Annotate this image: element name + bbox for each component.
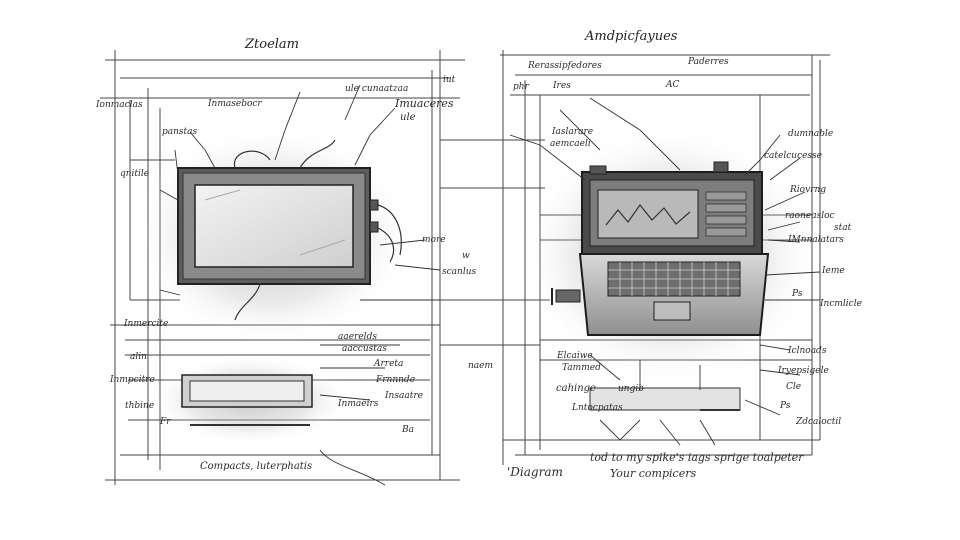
- label-right-right-b: catelcucesse: [764, 151, 822, 161]
- label-left-bottom-mid-c: Inmaeirs: [338, 399, 379, 409]
- label-right-right-j: Iclnoads: [788, 346, 827, 356]
- left-connector-lines: [159, 84, 441, 486]
- label-right-right-e: stat: [834, 223, 852, 233]
- label-left-bottom-left-b: Inmpcitre: [110, 375, 155, 385]
- right-panel-title: Amdpicfayues: [584, 29, 678, 44]
- label-right-right-f: IMnnalatars: [788, 235, 844, 245]
- right-connector-lines: [509, 97, 821, 446]
- right-lower-card: [589, 387, 741, 411]
- label-left-top-right-a: iut: [443, 75, 456, 85]
- label-left-mid-lower-a: aaerelds: [338, 332, 377, 342]
- label-right-right-g: Ieme: [822, 266, 845, 276]
- label-right-caption-c: Your compicers: [610, 467, 697, 480]
- label-right-left-a: Iaslarare: [552, 127, 594, 137]
- label-left-mid-lower-b: aaccustas: [342, 344, 387, 354]
- label-right-left-c: naem: [468, 361, 494, 371]
- right-laptop-device: [551, 161, 770, 336]
- label-right-col-a: phr: [513, 82, 529, 92]
- label-left-bottom-mid-d: Insaatre: [385, 391, 423, 401]
- label-right-right-n: Zdcaloctil: [796, 417, 842, 427]
- label-right-header-a: Rerassipfedores: [528, 61, 602, 71]
- label-left-bottom-right: Ba: [402, 425, 414, 435]
- label-right-col-b: Ires: [553, 81, 571, 91]
- label-left-right-mid-c: w: [462, 251, 470, 261]
- label-right-right-d: raoneasloc: [785, 211, 835, 221]
- label-right-right-l: Ps: [780, 401, 791, 411]
- label-left-bottom-mid-b: Frnnnde: [376, 375, 416, 385]
- label-right-col-c: AC: [666, 80, 680, 90]
- label-left-left-top: Ionmaclas: [96, 100, 143, 110]
- label-left-bottom-left-d: Fr: [160, 417, 171, 427]
- label-left-footer: Compacts, luterphatis: [200, 461, 313, 472]
- label-right-left-d: Elcaiwe: [557, 351, 593, 361]
- left-monitor-device: [177, 139, 402, 321]
- label-right-right-c: Riovrng: [790, 185, 827, 195]
- label-right-left-f: cahinge: [556, 383, 596, 394]
- label-left-left-mid: qnitile: [120, 169, 150, 179]
- label-left-lower-left: Inmercite: [124, 319, 169, 329]
- label-right-right-a: dumnable: [788, 129, 834, 139]
- label-left-top-right-b: ule cunaatzaa: [345, 84, 409, 94]
- label-left-mid-top: Inmasebocr: [208, 99, 262, 109]
- label-left-right-top: Imuaceres: [395, 97, 454, 110]
- left-lower-unit: [181, 374, 313, 426]
- label-right-right-h: Ps: [792, 289, 803, 299]
- left-panel-title: Ztoelam: [244, 37, 299, 52]
- label-left-upper-left: panstas: [162, 127, 198, 137]
- label-right-left-b: aemcaeli: [550, 139, 591, 149]
- label-right-left-h: Lntocpatas: [572, 403, 623, 413]
- label-right-right-m: Cle: [786, 382, 802, 392]
- label-right-header-b: Paderres: [688, 57, 729, 67]
- label-left-bottom-mid-a: Arreta: [374, 359, 404, 369]
- label-left-right-mid-a: more: [422, 235, 446, 245]
- label-right-left-e: Tammed: [562, 363, 601, 373]
- label-left-bottom-left-a: alin: [130, 352, 147, 362]
- label-left-bottom-left-c: thbine: [125, 401, 155, 411]
- label-left-right-mid-b: scanlus: [442, 267, 477, 277]
- label-right-caption-a: 'Diagram: [507, 465, 563, 479]
- label-right-right-i: Incmlicle: [820, 299, 862, 309]
- label-right-left-g: ungib: [618, 384, 644, 394]
- label-left-right-top-b: ule: [400, 112, 416, 123]
- label-right-right-k: Iryepsigele: [778, 366, 829, 376]
- label-right-caption-b: tod to my spike's iags sprige toalpeter: [590, 451, 804, 464]
